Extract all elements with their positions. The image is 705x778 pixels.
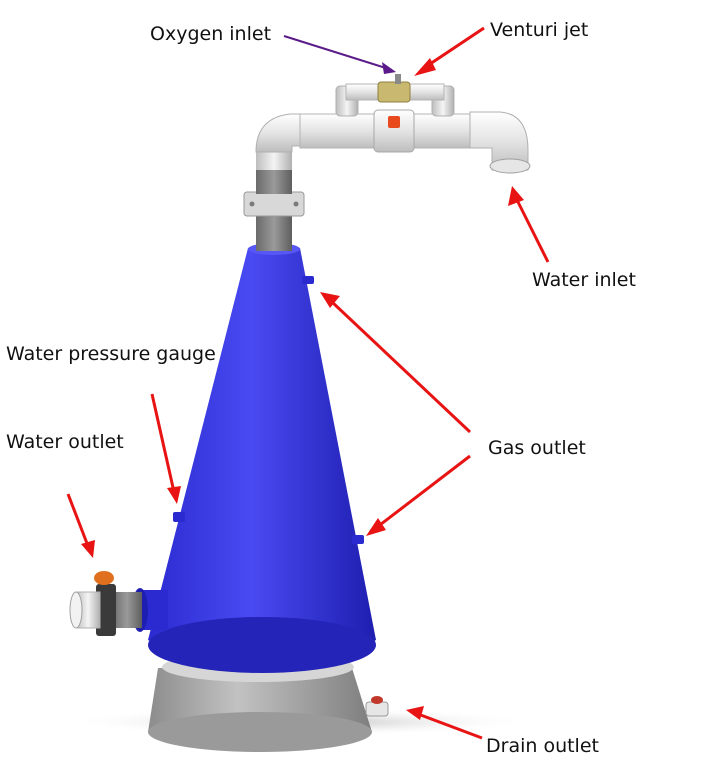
venturi-jet-body: [377, 81, 411, 103]
label-water-outlet: Water outlet: [6, 431, 124, 453]
water-outlet-pipe: [69, 571, 168, 636]
label-water-pressure-gauge: Water pressure gauge: [6, 343, 216, 365]
arrows: [66, 26, 550, 740]
inlet-pipe-assembly: [255, 74, 531, 174]
arrow-gas-outlet-top: [330, 300, 472, 434]
top-vertical-pipe: [243, 150, 305, 251]
gas-outlet-top-nub: [302, 276, 314, 284]
arrow-gas-outlet-bottom: [375, 454, 471, 530]
arrow-venturi-jet: [423, 26, 485, 70]
label-gas-outlet: Gas outlet: [488, 437, 586, 459]
label-drain-outlet: Drain outlet: [486, 735, 599, 757]
arrow-water-pressure-gauge: [150, 393, 176, 493]
label-water-inlet: Water inlet: [532, 269, 636, 291]
water-outlet-cap: [94, 571, 114, 585]
gas-outlet-bottom-nub: [352, 535, 364, 544]
pressure-gauge-nub: [173, 512, 185, 522]
cone-body: [148, 243, 376, 673]
valve-handle: [388, 116, 400, 128]
arrow-water-inlet: [514, 197, 550, 263]
drain-outlet-fitting: [365, 696, 389, 717]
label-venturi-jet: Venturi jet: [490, 19, 588, 41]
arrow-oxygen-inlet: [283, 35, 393, 71]
arrow-drain-outlet: [417, 712, 483, 740]
arrow-water-outlet: [66, 493, 90, 547]
label-oxygen-inlet: Oxygen inlet: [150, 23, 271, 45]
